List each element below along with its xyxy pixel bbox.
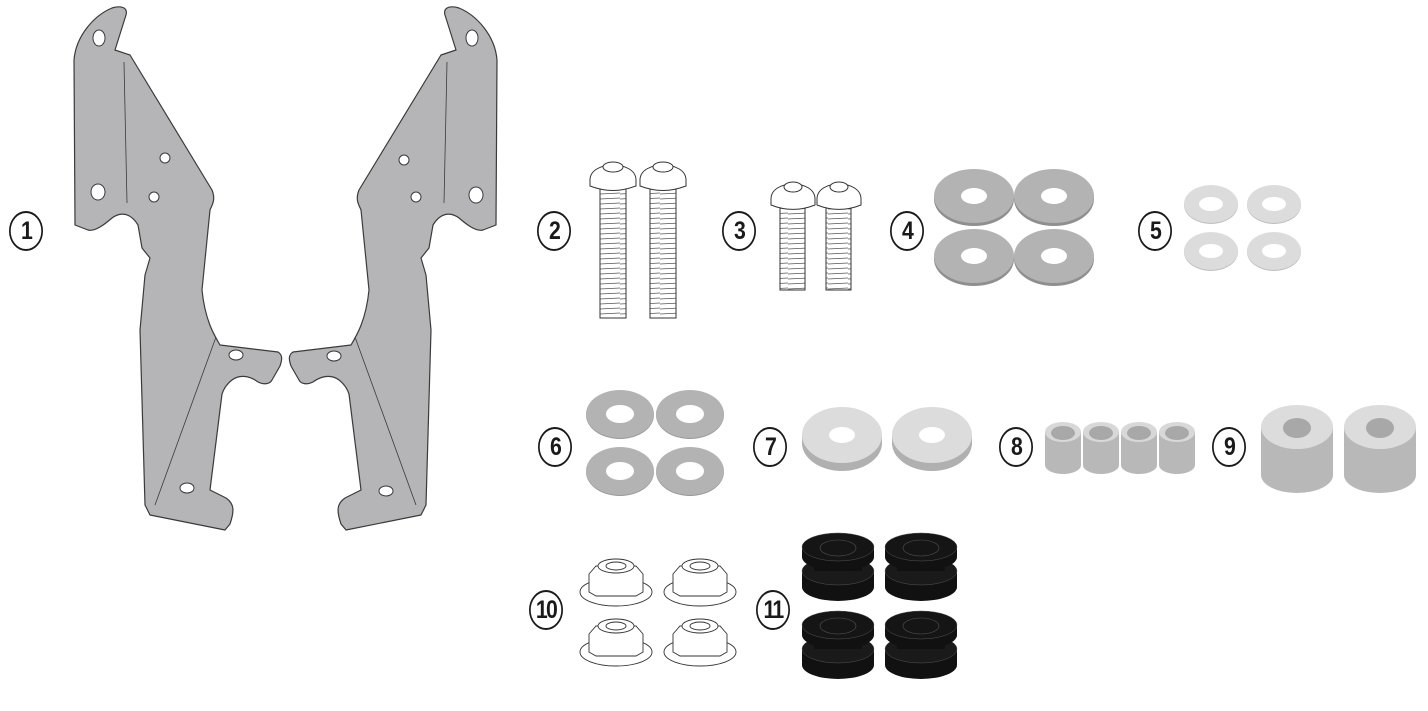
small-spacer-icon [1045, 422, 1195, 474]
thick-light-washer-group [800, 405, 980, 480]
long-screw-group [580, 150, 690, 325]
part-label-5: 5 [1138, 211, 1172, 251]
rubber-grommet-group [800, 532, 970, 693]
short-screw-icon [770, 181, 862, 291]
bracket-pair [0, 0, 520, 540]
short-screw-group [768, 175, 868, 295]
large-spacer-group [1258, 403, 1423, 498]
part-label-3: 3 [722, 211, 756, 251]
thick-washer-icon [802, 407, 972, 471]
small-washer-icon [1184, 185, 1301, 271]
part-label-2: 2 [537, 211, 571, 251]
long-screw-icon [589, 161, 687, 319]
part-label-6: 6 [538, 427, 572, 467]
small-spacer-group [1043, 420, 1203, 475]
part-label-4: 4 [890, 211, 924, 251]
flange-nut-group [578, 546, 738, 671]
large-grey-washer-group [933, 166, 1098, 291]
large-washer-icon [934, 169, 1094, 286]
medium-washer-icon [586, 390, 724, 496]
part-label-7: 7 [753, 427, 787, 467]
part-label-1: 1 [9, 211, 43, 251]
grommet-icon [801, 532, 958, 679]
part-label-9: 9 [1212, 427, 1246, 467]
bracket-icon [73, 6, 498, 531]
small-light-washer-group [1183, 184, 1303, 274]
part-label-8: 8 [999, 427, 1033, 467]
medium-grey-washer-group [585, 390, 730, 500]
part-label-10: 10 [529, 590, 563, 630]
part-label-11: 11 [756, 590, 790, 630]
large-spacer-icon [1261, 405, 1416, 493]
flange-nut-icon [579, 558, 737, 667]
